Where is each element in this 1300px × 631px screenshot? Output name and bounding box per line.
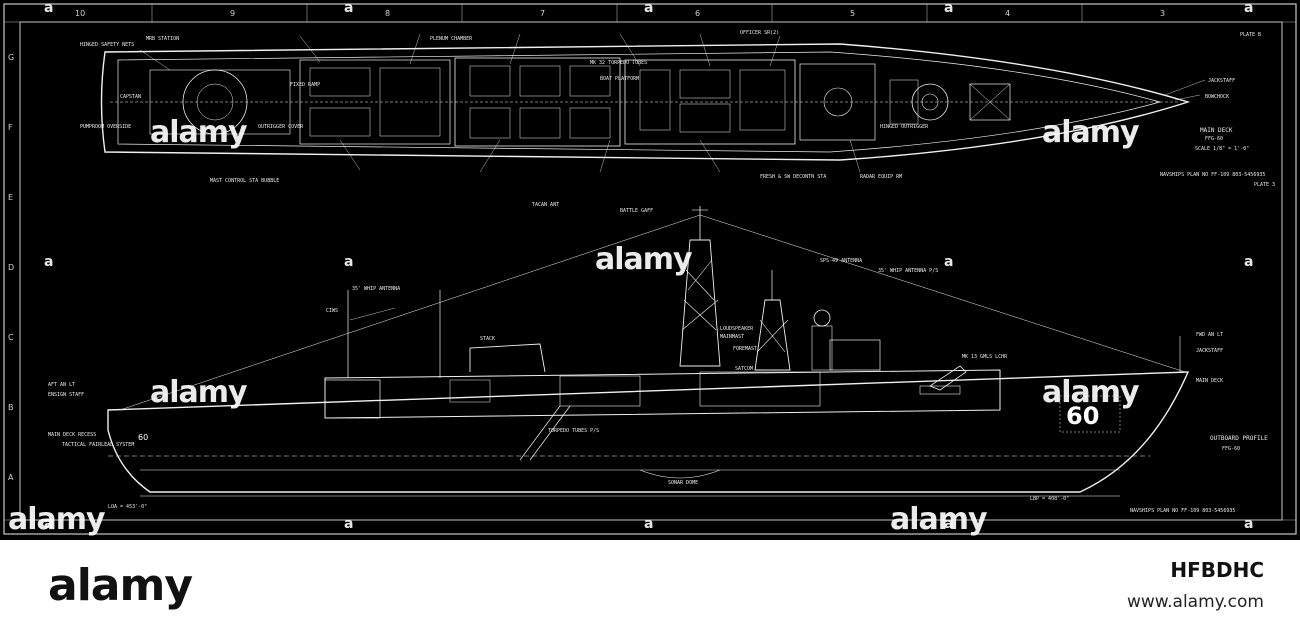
- hull-number-stern: 60: [138, 433, 148, 442]
- grid-row-letter: G: [8, 53, 14, 62]
- watermark-stamp: a: [644, 516, 654, 532]
- profile-labels: TACAN ANT BATTLE GAFF 35' WHIP ANTENNA P…: [48, 182, 1275, 514]
- label-ciws: CIWS: [326, 308, 338, 314]
- profile-ship-class: FFG-60: [1222, 446, 1240, 452]
- grid-column-number: 7: [540, 9, 545, 18]
- grid-column-number: 3: [1160, 9, 1165, 18]
- plan-ship-class: FFG-60: [1205, 136, 1223, 142]
- label-battle-gaff: BATTLE GAFF: [620, 208, 653, 214]
- blueprint-sheet: 10 9 8 7 6 5 4 3 G F E D C B A: [3, 0, 1297, 537]
- watermark-stamp: a: [1244, 254, 1254, 270]
- outer-frame: [3, 3, 1297, 535]
- grid-column-number: 8: [385, 9, 390, 18]
- watermark-stamp: a: [1244, 516, 1254, 532]
- label-torpedo-tubes: TORPEDO TUBES P/S: [548, 428, 599, 434]
- label-tactical-fairlead: TACTICAL FAIRLEAD SYSTEM: [62, 442, 134, 448]
- label-mainmast: MAINMAST: [720, 334, 744, 340]
- label-jackstaff-plan: JACKSTAFF: [1208, 78, 1235, 84]
- grid-column-markers: 10 9 8 7 6 5 4 3: [75, 4, 1165, 22]
- label-officer-sr: OFFICER SR(2): [740, 30, 779, 36]
- footer-logo[interactable]: alamy: [48, 560, 193, 611]
- label-mrb-station: MRB STATION: [146, 36, 179, 42]
- watermark-alamy: alamy: [150, 375, 248, 410]
- grid-row-letter: A: [8, 473, 14, 482]
- watermark-stamp: a: [44, 0, 54, 16]
- profile-plate: PLATE 3: [1254, 182, 1275, 188]
- watermark-stamp: a: [344, 516, 354, 532]
- label-bowchock: BOWCHOCK: [1205, 94, 1229, 100]
- footer-url[interactable]: www.alamy.com: [1126, 592, 1264, 612]
- grid-column-number: 5: [850, 9, 855, 18]
- label-sonar-dome: SONAR DOME: [668, 480, 698, 486]
- plan-labels: HINGED SAFETY NETS MRB STATION CAPSTAN P…: [80, 30, 1265, 184]
- watermark-stamp: a: [944, 516, 954, 532]
- label-ensign-staff: ENSIGN STAFF: [48, 392, 84, 398]
- profile-view: [107, 206, 1190, 497]
- grid-row-letter: B: [8, 403, 14, 412]
- label-loudspeaker: LOUDSPEAKER: [720, 326, 754, 332]
- image-id: HFBDHC: [1170, 558, 1264, 582]
- label-jackstaff-profile: JACKSTAFF: [1196, 348, 1223, 354]
- watermark-alamy: alamy: [1042, 375, 1140, 410]
- label-hinged-safety-nets: HINGED SAFETY NETS: [80, 42, 134, 48]
- label-whip-antenna: 35' WHIP ANTENNA: [352, 286, 400, 292]
- watermark-alamy: alamy: [595, 242, 693, 277]
- label-mk13-gmls: MK 13 GMLS LCHR: [962, 354, 1008, 360]
- grid-column-number: 9: [230, 9, 235, 18]
- label-hinged-outrigger: HINGED OUTRIGGER: [880, 124, 929, 130]
- profile-lbp: LBP = 408'-0": [1030, 496, 1069, 502]
- label-aft-anchor-lt: AFT AN LT: [48, 382, 75, 388]
- grid-row-letter: C: [8, 333, 14, 342]
- plan-navships-ref: NAVSHIPS PLAN NO FF-109 803-5456935: [1160, 172, 1265, 178]
- label-sps-antenna: SPS-49 ANTENNA: [820, 258, 862, 264]
- ship-drawing: 10 9 8 7 6 5 4 3 G F E D C B A: [3, 3, 1297, 535]
- watermark-stamp: a: [944, 254, 954, 270]
- label-main-deck: MAIN DECK: [1196, 378, 1223, 384]
- watermark-stamp: a: [344, 254, 354, 270]
- label-tacan-ant: TACAN ANT: [532, 202, 559, 208]
- hull-number: 60: [1066, 402, 1099, 430]
- label-whip-antenna-ps: 35' WHIP ANTENNA P/S: [878, 268, 938, 274]
- grid-row-letter: E: [8, 193, 13, 202]
- grid-column-number: 6: [695, 9, 700, 18]
- label-mk32-torpedo: MK 32 TORPEDO TUBES: [590, 60, 647, 66]
- label-fwd-an-lt: FWD AN LT: [1196, 332, 1223, 338]
- watermark-stamp: a: [44, 516, 54, 532]
- label-radar-rm: RADAR EQUIP RM: [860, 174, 902, 180]
- grid-row-letter: F: [8, 123, 13, 132]
- label-main-deck-recess: MAIN DECK RECESS: [48, 432, 96, 438]
- watermark-alamy: alamy: [150, 115, 248, 150]
- label-mast-control: MAST CONTROL STA BUBBLE: [210, 178, 279, 184]
- label-outrigger-cover: OUTRIGGER COVER: [258, 124, 304, 130]
- watermark-alamy: alamy: [8, 502, 106, 537]
- label-plenum-chamber: PLENUM CHAMBER: [430, 36, 473, 42]
- watermark-stamp: a: [644, 0, 654, 16]
- plan-scale: SCALE 1/8" = 1'-0": [1195, 146, 1249, 152]
- plan-title: MAIN DECK: [1200, 127, 1233, 134]
- plan-view: [100, 33, 1206, 173]
- label-fresh-water: FRESH & SW DECONTN STA: [760, 174, 826, 180]
- plan-plate: PLATE B: [1240, 32, 1261, 38]
- grid-row-markers: G F E D C B A: [8, 53, 14, 482]
- label-capstan: CAPSTAN: [120, 94, 141, 100]
- watermark-stamp: a: [1244, 0, 1254, 16]
- profile-loa: LOA = 453'-0": [108, 504, 147, 510]
- label-boat-platform: BOAT PLATFORM: [600, 76, 639, 82]
- watermark-alamy: alamy: [1042, 115, 1140, 150]
- label-pumproom-overside: PUMPROOM OVERSIDE: [80, 124, 131, 130]
- profile-title: OUTBOARD PROFILE: [1210, 435, 1268, 442]
- grid-column-number: 10: [75, 9, 85, 18]
- label-foremast: FOREMAST: [733, 346, 757, 352]
- stock-footer: alamy HFBDHC www.alamy.com: [0, 540, 1300, 631]
- profile-navships-ref: NAVSHIPS PLAN NO FF-109 803-5456935: [1130, 508, 1235, 514]
- grid-row-letter: D: [8, 263, 14, 272]
- watermark-alamy: alamy: [890, 502, 988, 537]
- label-fixed-ramp: FIXED RAMP: [290, 82, 320, 88]
- grid-column-number: 4: [1005, 9, 1010, 18]
- label-stack: STACK: [480, 336, 495, 342]
- label-satcom: SATCOM: [735, 366, 753, 372]
- watermark-stamp: a: [944, 0, 954, 16]
- watermark-stamp: a: [344, 0, 354, 16]
- watermark-stamp: a: [44, 254, 54, 270]
